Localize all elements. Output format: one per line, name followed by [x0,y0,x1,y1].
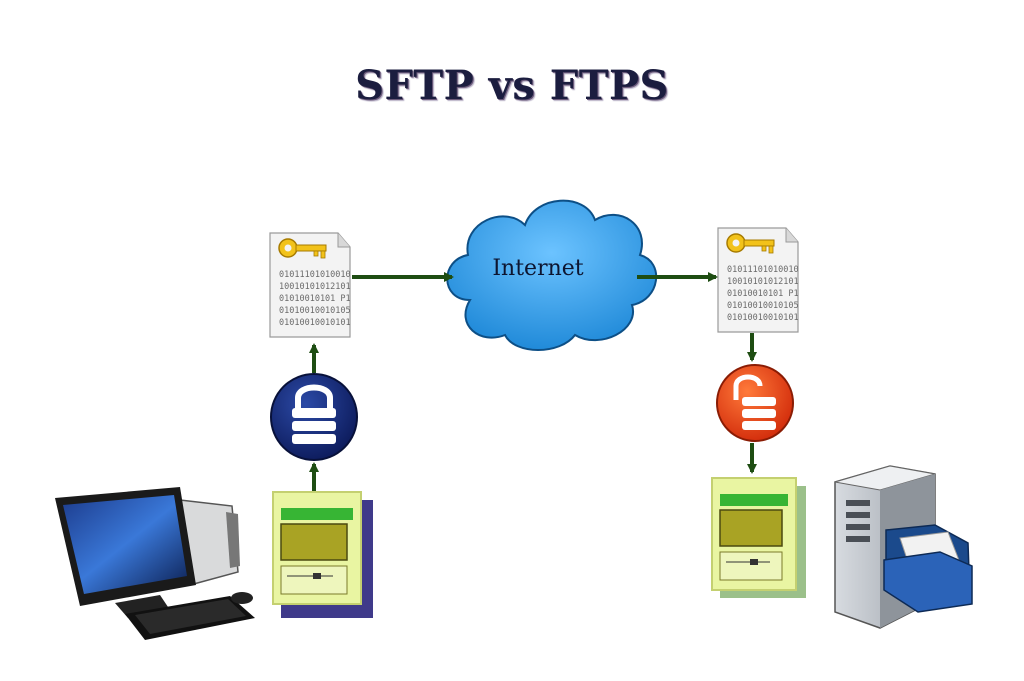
open-lock-icon [733,374,776,430]
binary-line-5: 01010010010101 [727,313,799,323]
diagram-title: SFTP vs FTPS [355,62,669,109]
document-icon [269,232,351,338]
key-icon [278,238,327,259]
binary-line-2: 10010101012101 [279,282,351,292]
cloud-icon [446,199,658,351]
binary-line-5: 01010010010101 [279,318,351,328]
binary-line-4: 01010010010105 [727,301,799,311]
binary-line-3: 01010010101 P1 [279,294,351,304]
folder-icon [883,524,973,613]
closed-lock-icon [292,384,336,444]
client-computer [55,487,255,640]
right-encrypted-file: 01011101010010 10010101012101 0101001010… [717,227,799,333]
computer-icon [55,487,255,640]
key-icon [726,233,775,254]
left-encrypted-file: 01011101010010 10010101012101 0101001010… [269,232,351,338]
binary-line-1: 01011101010010 [279,270,351,280]
right-plain-document [711,477,806,598]
binary-line-2: 10010101012101 [727,277,799,287]
document-icon [717,227,799,333]
binary-line-4: 01010010010105 [279,306,351,316]
binary-line-1: 01011101010010 [727,265,799,275]
file-server [834,465,973,629]
binary-line-3: 01010010101 P1 [727,289,799,299]
cloud-label: Internet [492,256,583,281]
decrypt-lock [716,364,794,442]
encrypt-lock [270,373,358,461]
left-plain-document [272,491,373,618]
internet-cloud: Internet [446,199,658,351]
